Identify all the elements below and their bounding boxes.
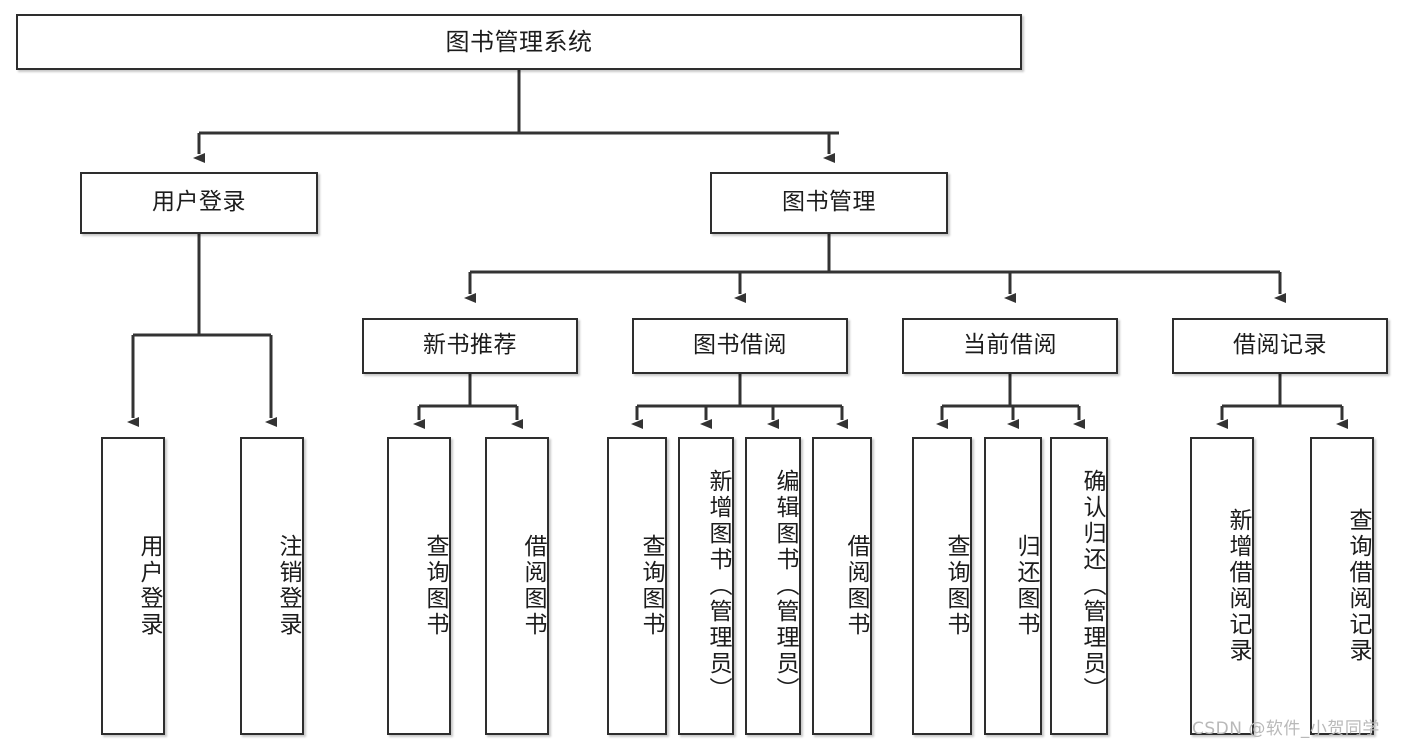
leaf-label: 新增借阅记录 bbox=[1225, 508, 1251, 664]
leaf-label: 查询图书 bbox=[638, 534, 664, 638]
leaf-return-book[interactable]: 归还图书 bbox=[984, 437, 1042, 735]
leaf-label: 查询图书 bbox=[422, 534, 448, 638]
leaf-label: 注销登录 bbox=[275, 534, 301, 638]
node-book-borrow[interactable]: 图书借阅 bbox=[632, 318, 848, 374]
node-borrow-record[interactable]: 借阅记录 bbox=[1172, 318, 1388, 374]
node-borrow-record-label: 借阅记录 bbox=[1233, 332, 1327, 359]
node-current-borrow-label: 当前借阅 bbox=[963, 332, 1057, 359]
node-root[interactable]: 图书管理系统 bbox=[16, 14, 1022, 70]
node-book-borrow-label: 图书借阅 bbox=[693, 332, 787, 359]
leaf-query-book-borrow[interactable]: 查询图书 bbox=[607, 437, 667, 735]
node-root-label: 图书管理系统 bbox=[445, 27, 593, 56]
leaf-label: 编辑图书（管理员） bbox=[772, 469, 798, 703]
node-book-management[interactable]: 图书管理 bbox=[710, 172, 948, 234]
leaf-query-book-current[interactable]: 查询图书 bbox=[912, 437, 972, 735]
leaf-label: 归还图书 bbox=[1013, 534, 1039, 638]
leaf-borrow-book-recommend[interactable]: 借阅图书 bbox=[485, 437, 549, 735]
leaf-user-login[interactable]: 用户登录 bbox=[101, 437, 165, 735]
leaf-query-book-recommend[interactable]: 查询图书 bbox=[387, 437, 451, 735]
leaf-borrow-book[interactable]: 借阅图书 bbox=[812, 437, 872, 735]
node-user-login[interactable]: 用户登录 bbox=[80, 172, 318, 234]
leaf-edit-book-admin[interactable]: 编辑图书（管理员） bbox=[745, 437, 801, 735]
leaf-user-logout[interactable]: 注销登录 bbox=[240, 437, 304, 735]
leaf-add-book-admin[interactable]: 新增图书（管理员） bbox=[678, 437, 734, 735]
leaf-query-borrow-record[interactable]: 查询借阅记录 bbox=[1310, 437, 1374, 735]
node-new-book-recommend-label: 新书推荐 bbox=[423, 332, 517, 359]
leaf-add-borrow-record[interactable]: 新增借阅记录 bbox=[1190, 437, 1254, 735]
node-user-login-label: 用户登录 bbox=[152, 189, 246, 216]
node-new-book-recommend[interactable]: 新书推荐 bbox=[362, 318, 578, 374]
node-book-management-label: 图书管理 bbox=[782, 189, 876, 216]
watermark: CSDN @软件_小贺同学 bbox=[1192, 719, 1380, 739]
leaf-label: 借阅图书 bbox=[520, 534, 546, 638]
leaf-label: 新增图书（管理员） bbox=[705, 469, 731, 703]
leaf-confirm-return-admin[interactable]: 确认归还（管理员） bbox=[1050, 437, 1108, 735]
leaf-label: 用户登录 bbox=[136, 534, 162, 638]
leaf-label: 查询借阅记录 bbox=[1345, 508, 1371, 664]
leaf-label: 查询图书 bbox=[943, 534, 969, 638]
node-current-borrow[interactable]: 当前借阅 bbox=[902, 318, 1118, 374]
leaf-label: 借阅图书 bbox=[843, 534, 869, 638]
leaf-label: 确认归还（管理员） bbox=[1079, 469, 1105, 703]
